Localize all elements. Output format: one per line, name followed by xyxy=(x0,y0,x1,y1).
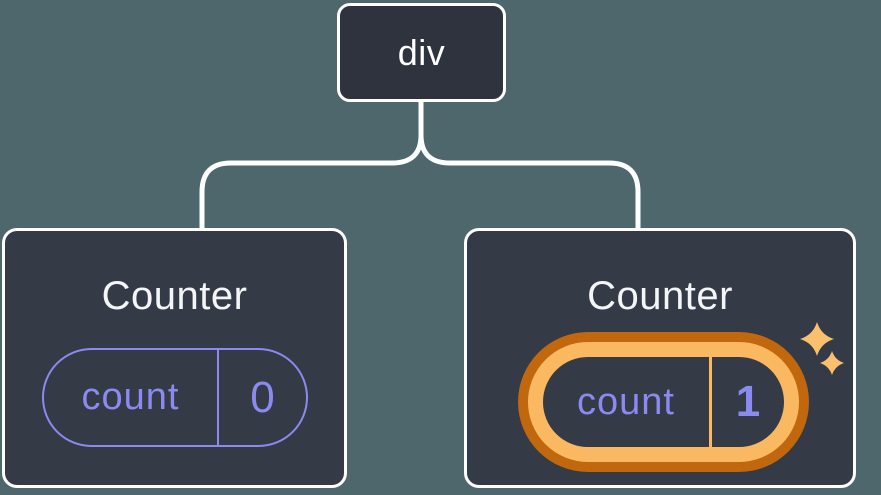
root-node-label: div xyxy=(397,31,446,73)
connector-right-branch xyxy=(418,132,641,232)
state-pill-highlighted: count 1 xyxy=(528,342,799,462)
state-value: 0 xyxy=(250,372,275,422)
state-key-label: count xyxy=(577,380,675,423)
component-title: Counter xyxy=(101,274,248,318)
root-node: div xyxy=(337,3,506,102)
state-pill-divider xyxy=(217,350,219,445)
state-pill: count 0 xyxy=(42,348,308,447)
component-card-counter-right: Counter count 1 xyxy=(464,228,856,488)
component-title: Counter xyxy=(587,274,733,318)
connector-left-branch xyxy=(199,98,424,232)
state-value: 1 xyxy=(735,377,761,426)
state-pill-divider xyxy=(709,357,712,447)
state-key-label: count xyxy=(81,376,180,418)
component-card-counter-left: Counter count 0 xyxy=(2,228,347,488)
